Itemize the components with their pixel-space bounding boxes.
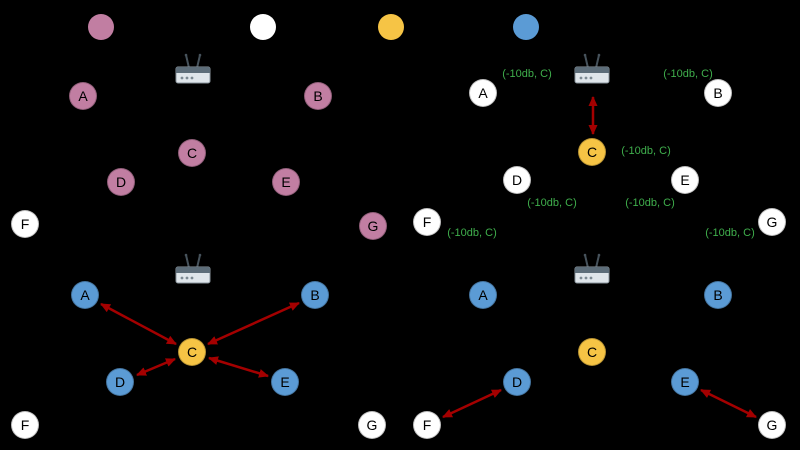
node-bottom-right-g: G <box>758 411 786 439</box>
node-bottom-left-e: E <box>271 368 299 396</box>
link-arrow <box>442 388 502 419</box>
link-arrow <box>136 357 176 377</box>
node-top-left-a: A <box>69 82 97 110</box>
signal-annotation: (-10db, C) <box>705 227 755 239</box>
node-bottom-left-f: F <box>11 411 39 439</box>
node-top-right-f: F <box>413 208 441 236</box>
node-top-left-g: G <box>359 212 387 240</box>
link-arrow <box>100 302 177 346</box>
node-bottom-right-b: B <box>704 281 732 309</box>
node-top-left-f: F <box>11 210 39 238</box>
node-bottom-left-g: G <box>358 411 386 439</box>
signal-annotation: (-10db, C) <box>447 227 497 239</box>
node-bottom-right-a: A <box>469 281 497 309</box>
node-top-right-g: G <box>758 208 786 236</box>
router-icon-bottom-left <box>173 252 213 288</box>
router-icon-top-right <box>572 52 612 88</box>
node-bottom-right-f: F <box>413 411 441 439</box>
node-bottom-right-d: D <box>503 368 531 396</box>
node-top-left-e: E <box>272 168 300 196</box>
link-arrow <box>208 356 269 378</box>
legend-swatch-yellow <box>378 14 404 40</box>
node-top-right-d: D <box>503 166 531 194</box>
link-arrow <box>207 301 300 346</box>
node-bottom-left-a: A <box>71 281 99 309</box>
signal-annotation: (-10db, C) <box>527 197 577 209</box>
signal-annotation: (-10db, C) <box>625 197 675 209</box>
node-top-right-b: B <box>704 79 732 107</box>
node-bottom-left-c: C <box>178 338 206 366</box>
node-bottom-right-c: C <box>578 338 606 366</box>
node-bottom-left-b: B <box>301 281 329 309</box>
node-top-right-c: C <box>578 138 606 166</box>
legend-swatch-pink <box>88 14 114 40</box>
router-icon-top-left <box>173 52 213 88</box>
legend-swatch-white <box>250 14 276 40</box>
node-top-right-e: E <box>671 166 699 194</box>
node-top-left-b: B <box>304 82 332 110</box>
node-bottom-right-e: E <box>671 368 699 396</box>
node-top-left-d: D <box>107 168 135 196</box>
signal-annotation: (-10db, C) <box>663 68 713 80</box>
link-arrow <box>700 388 757 419</box>
signal-annotation: (-10db, C) <box>621 145 671 157</box>
legend-swatch-blue <box>513 14 539 40</box>
router-icon-bottom-right <box>572 252 612 288</box>
signal-annotation: (-10db, C) <box>502 68 552 80</box>
node-bottom-left-d: D <box>106 368 134 396</box>
node-top-right-a: A <box>469 79 497 107</box>
node-top-left-c: C <box>178 139 206 167</box>
